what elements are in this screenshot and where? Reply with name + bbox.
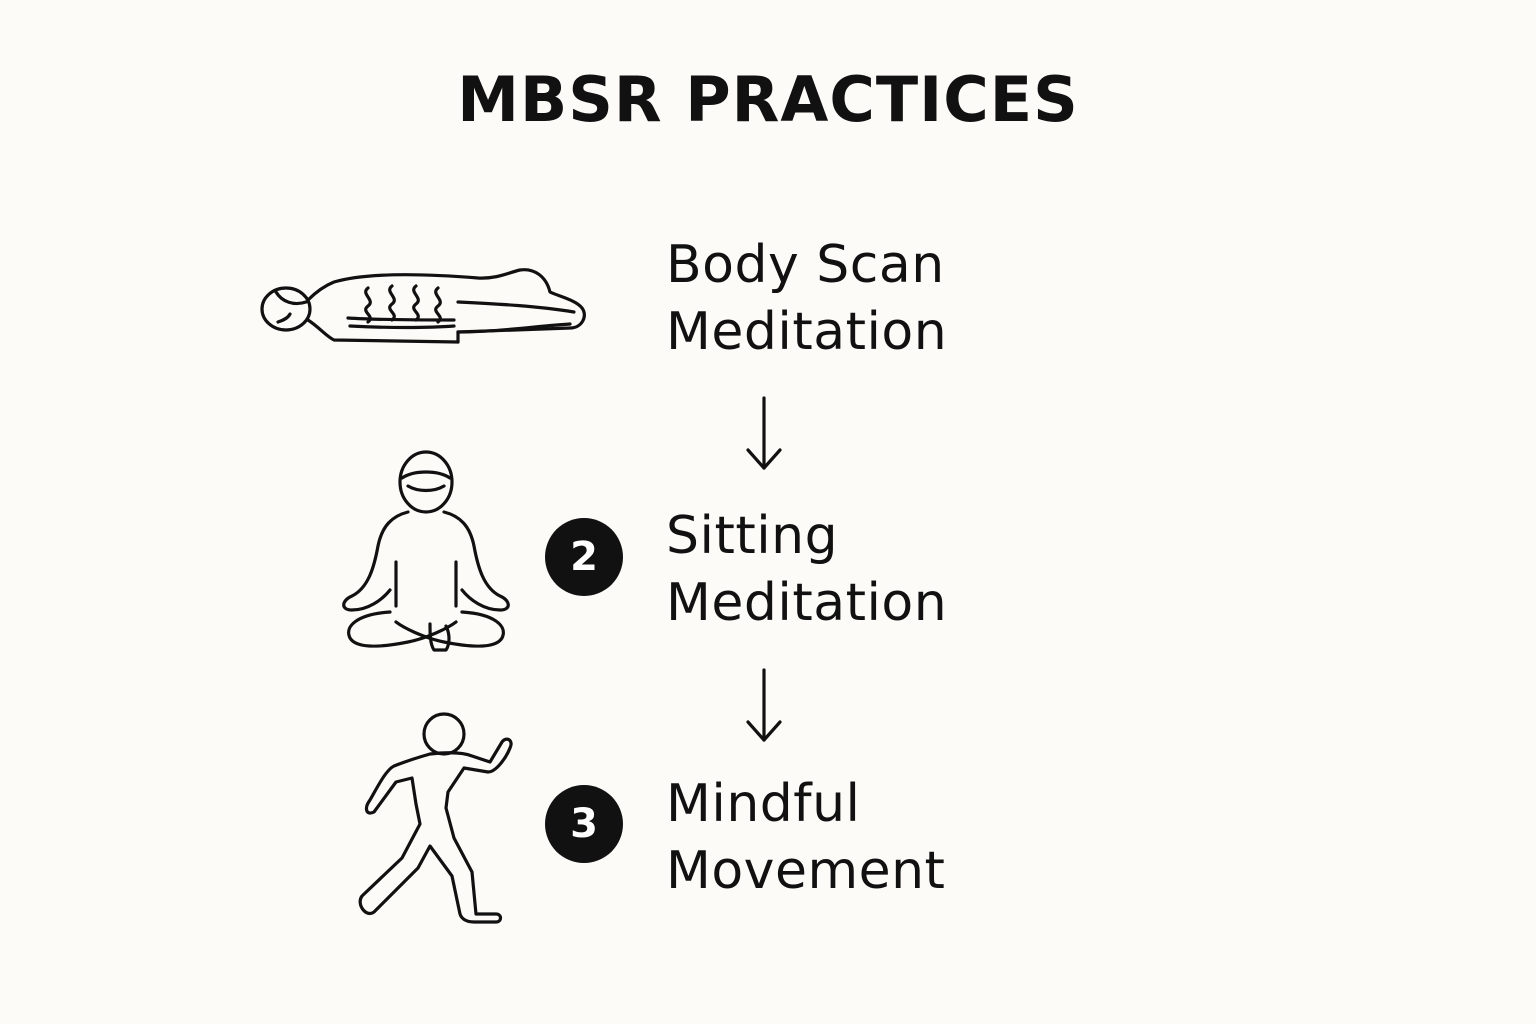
- step-1-label-line2: Meditation: [666, 302, 948, 362]
- step-3-label-line2: Movement: [666, 841, 946, 901]
- down-arrow-2: [746, 668, 782, 742]
- page-title: MBSR PRACTICES: [457, 63, 1079, 136]
- walking-person-icon: [358, 712, 513, 924]
- step-2-label: Sitting Meditation: [666, 503, 947, 637]
- lying-body-scan-icon: [260, 268, 586, 344]
- step-3-label-line1: Mindful: [666, 774, 861, 834]
- step-2-label-line2: Meditation: [666, 573, 948, 633]
- step-1-label-line1: Body Scan: [666, 235, 945, 295]
- step-2-label-line1: Sitting: [666, 506, 839, 566]
- seated-meditation-icon: [342, 450, 510, 652]
- step-2-badge: 2: [545, 518, 623, 596]
- step-1-label: Body Scan Meditation: [666, 232, 947, 366]
- down-arrow-1: [746, 396, 782, 470]
- step-3-label: Mindful Movement: [666, 771, 945, 905]
- step-3-badge: 3: [545, 785, 623, 863]
